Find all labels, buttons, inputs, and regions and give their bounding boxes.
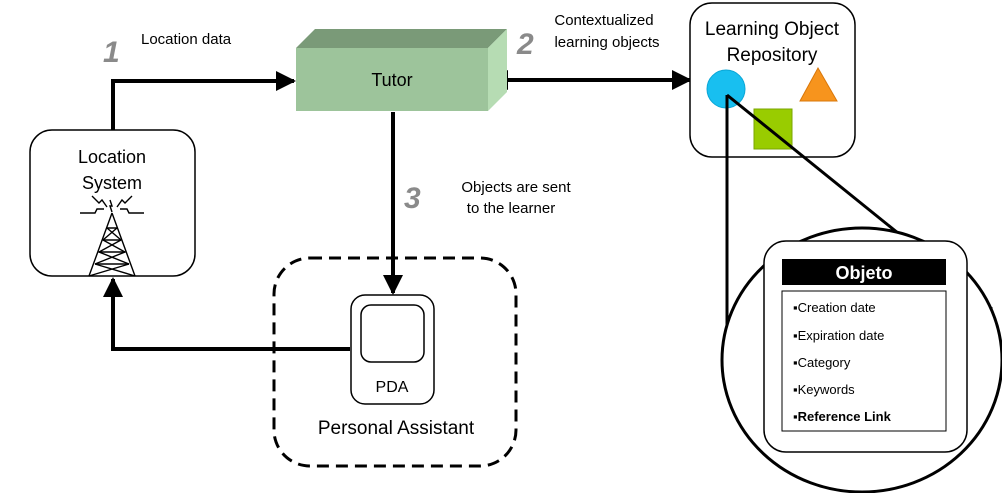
learning-object-repository-box[interactable]: Learning Object Repository (689, 2, 856, 158)
location-system-label-line1: Location (78, 147, 146, 167)
step-2-label-line2: learning objects (554, 34, 659, 51)
pda-screen (360, 304, 425, 363)
location-data-arrow (111, 71, 296, 130)
object-title-bar (782, 259, 946, 285)
pda-location-arrow (103, 277, 350, 351)
step-2-label-line1: Contextualized (554, 12, 653, 29)
personal-assistant-label: Personal Assistant (318, 418, 475, 439)
location-system-box[interactable]: Location System (29, 129, 196, 277)
radio-tower-icon (80, 195, 144, 277)
object-field: ▪Expiration date (793, 328, 884, 343)
object-title: Objeto (836, 263, 893, 283)
object-field: ▪Keywords (793, 382, 855, 397)
object-field-bold: ▪Reference Link (793, 409, 892, 424)
pda-label: PDA (376, 379, 409, 396)
step-1-number: 1 (103, 36, 120, 69)
step-3-label-line1: Objects are sent (461, 179, 571, 196)
triangle-object-icon[interactable] (799, 66, 838, 102)
object-field: ▪Creation date (793, 300, 876, 315)
object-field: ▪Category (793, 355, 851, 370)
tutor-label: Tutor (371, 70, 412, 90)
location-system-label-line2: System (82, 173, 142, 193)
step-2-number: 2 (516, 28, 534, 61)
object-detail-magnifier: Objeto ▪Creation date ▪Expiration date ▪… (720, 226, 1002, 493)
object-fields-box (781, 290, 947, 432)
personal-assistant-group[interactable]: Personal Assistant (272, 256, 518, 468)
repository-label-line1: Learning Object (705, 19, 840, 40)
tutor-box[interactable]: Tutor (296, 29, 507, 111)
step-1-label: Location data (141, 31, 232, 48)
step-3-label-line2: to the learner (467, 200, 555, 217)
step-3-number: 3 (404, 182, 421, 215)
pda-device[interactable]: PDA (350, 294, 435, 405)
repository-label-line2: Repository (727, 45, 818, 66)
